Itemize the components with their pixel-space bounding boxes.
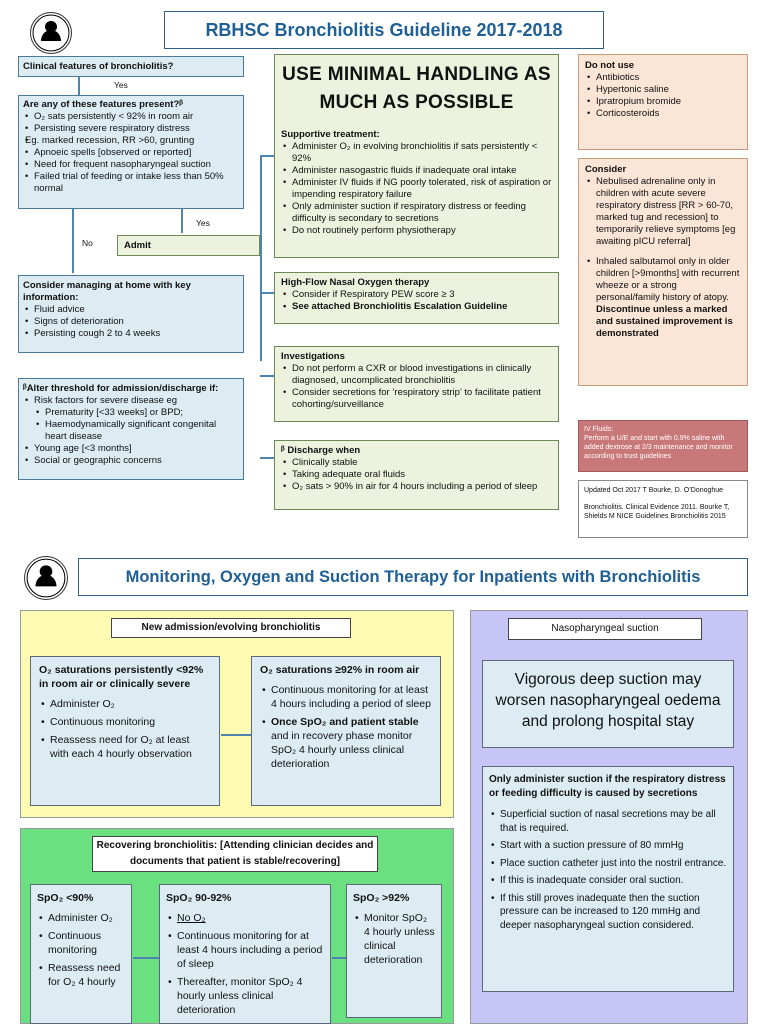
- recovering-label: Recovering bronchiolitis: [Attending cli…: [92, 836, 378, 872]
- consider-box: Consider Nebulised adrenaline only in ch…: [578, 158, 748, 386]
- iv-fluids-box: IV Fluids: Perform a U/E and start with …: [578, 420, 748, 472]
- supportive-box: USE MINIMAL HANDLING AS MUCH AS POSSIBLE…: [274, 54, 559, 258]
- admit-box: Admit: [117, 235, 260, 256]
- spo2-90-92-box: SpO₂ 90-92% No O₂Continuous monitoring f…: [159, 884, 331, 1024]
- yes-label-2: Yes: [196, 218, 210, 228]
- features-box: Are any of these features present?ᵝ O₂ s…: [18, 95, 244, 209]
- alter-threshold-box: ᵝAlter threshold for admission/discharge…: [18, 378, 244, 480]
- clinical-features-box: Clinical features of bronchiolitis?: [18, 56, 244, 77]
- suction-guidance-box: Only administer suction if the respirato…: [482, 766, 734, 992]
- monitoring-title: Monitoring, Oxygen and Suction Therapy f…: [78, 558, 748, 596]
- do-not-use-box: Do not use AntibioticsHypertonic salineI…: [578, 54, 748, 150]
- sat-ge92-box: O₂ saturations ≥92% in room air Continuo…: [251, 656, 441, 806]
- guideline-title: RBHSC Bronchiolitis Guideline 2017-2018: [164, 11, 604, 49]
- new-admission-label: New admission/evolving bronchiolitis: [111, 618, 351, 638]
- hospital-logo: [30, 12, 72, 54]
- hospital-logo-2: [24, 556, 68, 600]
- discharge-box: ᵝ Discharge when Clinically stableTaking…: [274, 440, 559, 510]
- no-label: No: [82, 238, 93, 248]
- vigorous-suction-box: Vigorous deep suction may worsen nasopha…: [482, 660, 734, 748]
- features-list: O₂ sats persistently < 92% in room airPe…: [23, 111, 239, 195]
- hfno-box: High-Flow Nasal Oxygen therapy Consider …: [274, 272, 559, 324]
- sat-lt92-box: O₂ saturations persistently <92% in room…: [30, 656, 220, 806]
- nasopharyngeal-label: Nasopharyngeal suction: [508, 618, 702, 640]
- references-box: Updated Oct 2017 T Bourke, D. O’Donoghue…: [578, 480, 748, 538]
- spo2-gt92-box: SpO₂ >92% Monitor SpO₂ 4 hourly unless c…: [346, 884, 442, 1018]
- yes-label: Yes: [114, 80, 128, 90]
- spo2-lt90-box: SpO₂ <90% Administer O₂Continuous monito…: [30, 884, 132, 1024]
- home-box: Consider managing at home with key infor…: [18, 275, 244, 353]
- investigations-box: Investigations Do not perform a CXR or b…: [274, 346, 559, 422]
